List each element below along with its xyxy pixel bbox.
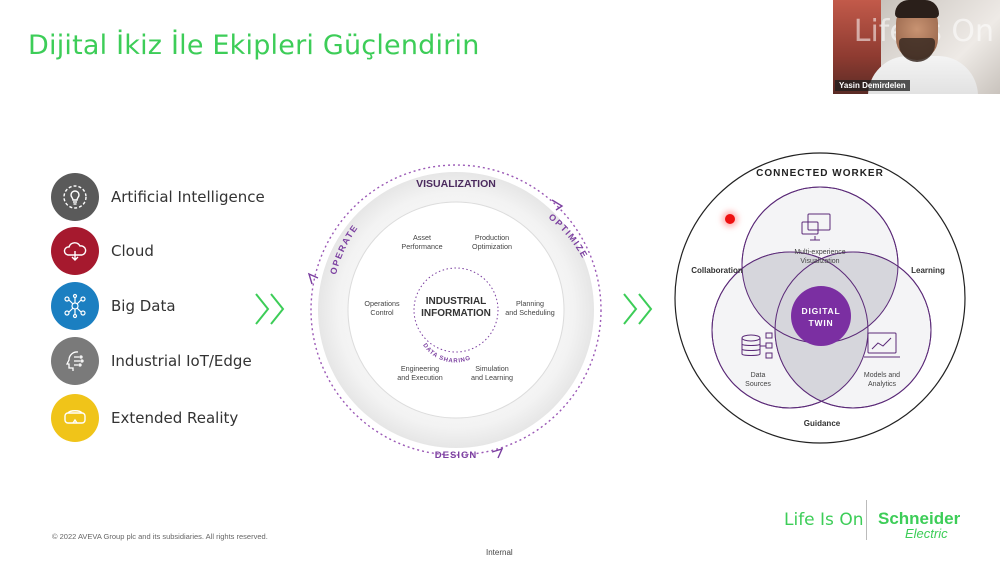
twin-top-line1: Multi-experience — [794, 249, 845, 256]
slide-title: Dijital İkiz İle Ekipleri Güçlendirin — [28, 30, 480, 61]
cycle-item-line: Planning — [516, 299, 544, 308]
laser-pointer — [725, 214, 735, 224]
cycle-item-line: Simulation — [475, 364, 509, 373]
big-data-network-icon — [51, 282, 99, 330]
cycle-item-line: Engineering — [401, 364, 439, 373]
tech-label: Cloud — [111, 242, 154, 260]
tech-item-cloud: Cloud — [51, 226, 154, 276]
tech-item-ai: Artificial Intelligence — [51, 172, 265, 222]
participant-name: Yasin Demirdelen — [835, 80, 910, 91]
logo-divider — [866, 500, 867, 540]
cycle-item-line: and Learning — [471, 373, 513, 382]
tech-item-big-data: Big Data — [51, 281, 176, 331]
database-icon — [741, 332, 773, 359]
brand-logo-name: Schneider — [878, 509, 961, 528]
cloud-icon — [51, 227, 99, 275]
cycle-item-line: and Execution — [397, 373, 443, 382]
tech-item-iot: Industrial IoT/Edge — [51, 336, 252, 386]
classification-label: Internal — [486, 548, 513, 557]
twin-right-line2: Analytics — [868, 381, 897, 388]
cycle-item-line: Asset — [413, 233, 431, 242]
cycle-center-line1: INDUSTRIAL — [426, 296, 487, 307]
analytics-laptop-icon — [864, 332, 900, 358]
twin-left-line2: Sources — [745, 381, 771, 388]
double-chevron-right-icon — [623, 293, 653, 325]
twin-top-line2: Visualization — [800, 258, 839, 265]
cycle-top-label: VISUALIZATION — [416, 178, 496, 190]
tech-label: Artificial Intelligence — [111, 188, 265, 206]
twin-guidance: Guidance — [804, 419, 841, 428]
digital-twin-core — [791, 286, 851, 346]
cycle-center-line2: INFORMATION — [421, 308, 491, 319]
cycle-item-line: Optimization — [472, 242, 512, 251]
twin-title: CONNECTED WORKER — [756, 168, 884, 179]
copyright-text: © 2022 AVEVA Group plc and its subsidiar… — [52, 532, 268, 541]
cycle-item-line: Production — [475, 233, 509, 242]
twin-collaboration: Collaboration — [691, 266, 743, 275]
twin-center-line1: DIGITAL — [802, 306, 841, 316]
tech-item-xr: Extended Reality — [51, 393, 238, 443]
industrial-information-cycle: VISUALIZATION OPERATE OPTIMIZE DESIGN IN… — [307, 164, 602, 461]
tech-label: Big Data — [111, 297, 176, 315]
cycle-item-line: Performance — [401, 242, 442, 251]
twin-right-line1: Models and — [864, 372, 900, 379]
cycle-bottom-label: DESIGN — [435, 450, 477, 461]
participant-video-tile[interactable]: Life Is On Yasin Demirdelen — [833, 0, 1000, 94]
tech-label: Extended Reality — [111, 409, 239, 427]
vr-headset-icon — [51, 394, 99, 442]
slogan-logo: Life Is On — [784, 510, 864, 530]
cycle-item-line: and Scheduling — [505, 308, 555, 317]
brand-logo-sub: Electric — [905, 526, 948, 541]
twin-left-line1: Data — [751, 372, 766, 379]
cycle-item-line: Control — [370, 308, 394, 317]
twin-learning: Learning — [911, 266, 945, 275]
multi-monitor-icon — [801, 213, 831, 241]
double-chevron-right-icon — [255, 293, 285, 325]
cycle-item-line: Operations — [364, 299, 400, 308]
tech-label: Industrial IoT/Edge — [111, 352, 252, 370]
iot-circuit-head-icon — [51, 337, 99, 385]
twin-center-line2: TWIN — [809, 318, 834, 328]
connected-worker-diagram: CONNECTED WORKER Collaboration Learning … — [674, 152, 966, 444]
ai-lightbulb-icon — [51, 173, 99, 221]
